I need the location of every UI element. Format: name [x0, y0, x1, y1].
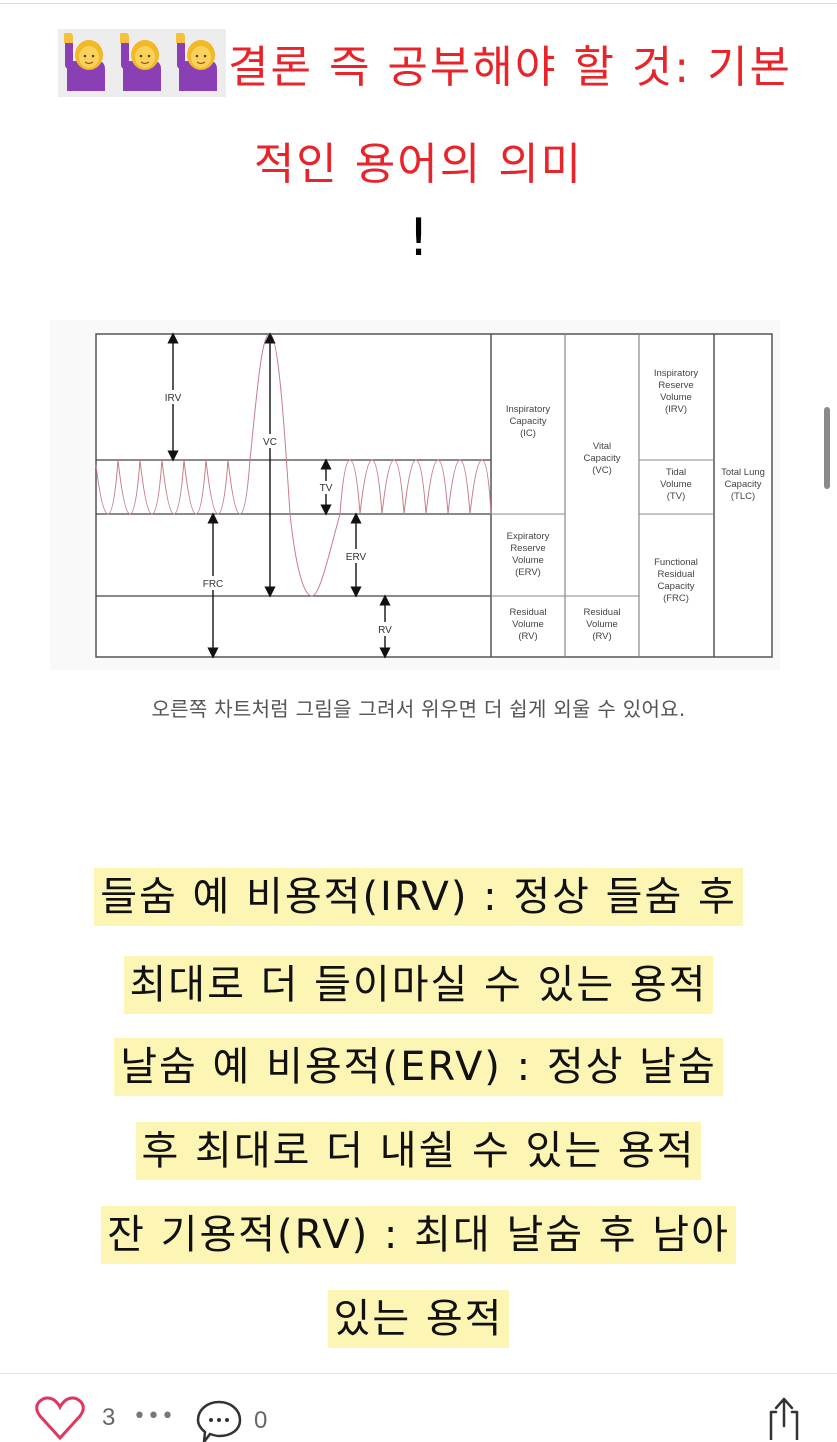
svg-text:TV: TV [320, 483, 333, 494]
emoji-strip [58, 29, 226, 97]
svg-text:ERV: ERV [346, 552, 367, 563]
definition-rv-line-1: 잔 기용적(RV) : 최대 날숨 후 남아 [0, 1206, 837, 1264]
svg-text:Total Lung: Total Lung [721, 467, 765, 478]
comment-count: 0 [254, 1407, 268, 1434]
svg-text:(FRC): (FRC) [663, 593, 689, 604]
woman-raising-hand-icon [61, 32, 111, 93]
svg-text:Capacity: Capacity [725, 479, 762, 490]
definition-erv-line-1: 날숨 예 비용적(ERV) : 정상 날숨 [0, 1038, 837, 1096]
svg-text:(TV): (TV) [667, 491, 685, 502]
svg-text:Capacity: Capacity [584, 453, 621, 464]
svg-text:(TLC): (TLC) [731, 491, 755, 502]
share-icon [769, 1397, 799, 1440]
svg-text:(IRV): (IRV) [665, 404, 687, 415]
more-dots-icon: ••• [133, 1404, 175, 1429]
svg-text:(IC): (IC) [520, 428, 536, 439]
post-action-bar: 3 ••• 0 [0, 1374, 837, 1442]
heart-icon [35, 1396, 85, 1440]
svg-text:Inspiratory: Inspiratory [654, 368, 699, 379]
comment-bubble-icon [196, 1400, 242, 1442]
svg-text:Capacity: Capacity [658, 581, 695, 592]
svg-text:Residual: Residual [510, 607, 547, 618]
action-bar-divider [0, 1373, 837, 1374]
heading-line-2: 적인 용어의 의미 [0, 128, 837, 192]
scrollbar-thumb[interactable] [824, 407, 830, 489]
svg-text:Functional: Functional [654, 557, 698, 568]
svg-text:Volume: Volume [660, 479, 692, 490]
svg-text:Tidal: Tidal [666, 467, 686, 478]
more-options-button[interactable]: ••• [133, 1404, 175, 1429]
svg-text:(ERV): (ERV) [515, 567, 541, 578]
svg-text:Residual: Residual [658, 569, 695, 580]
definition-erv-line-2: 후 최대로 더 내쉴 수 있는 용적 [0, 1122, 837, 1180]
heading-line-1: 결론 즉 공부해야 할 것: 기본 [58, 28, 792, 98]
woman-raising-hand-icon [117, 32, 167, 93]
top-divider [0, 3, 837, 4]
label-irv: IRV [165, 393, 182, 404]
svg-text:Inspiratory: Inspiratory [506, 404, 551, 415]
lung-volume-diagram: IRV VC TV ERV FRC RV Inspiratory Capacit… [50, 320, 780, 670]
heading-text-line-2: 적인 용어의 의미 [253, 139, 584, 190]
svg-text:VC: VC [263, 437, 277, 448]
svg-text:Volume: Volume [512, 555, 544, 566]
svg-text:Expiratory: Expiratory [507, 531, 550, 542]
definition-irv-line-1: 들숨 예 비용적(IRV) : 정상 들숨 후 [0, 868, 837, 926]
svg-text:Reserve: Reserve [510, 543, 545, 554]
heading-text-line-1: 결론 즉 공부해야 할 것: 기본 [228, 42, 793, 93]
svg-text:Reserve: Reserve [658, 380, 693, 391]
svg-text:Volume: Volume [586, 619, 618, 630]
svg-text:Capacity: Capacity [510, 416, 547, 427]
svg-text:RV: RV [378, 625, 392, 636]
svg-text:(RV): (RV) [518, 631, 537, 642]
like-button[interactable]: 3 [34, 1396, 115, 1440]
svg-text:Residual: Residual [584, 607, 621, 618]
definition-rv-line-2: 있는 용적 [0, 1290, 837, 1348]
svg-text:Volume: Volume [512, 619, 544, 630]
share-button[interactable] [764, 1396, 804, 1440]
svg-text:(RV): (RV) [592, 631, 611, 642]
svg-text:Vital: Vital [593, 441, 611, 452]
svg-text:FRC: FRC [203, 579, 224, 590]
definition-irv-line-2: 최대로 더 들이마실 수 있는 용적 [0, 956, 837, 1014]
like-count: 3 [102, 1404, 116, 1431]
image-caption: 오른쪽 차트처럼 그림을 그려서 위우면 더 쉽게 외울 수 있어요. [151, 697, 686, 721]
comment-button[interactable]: 0 [196, 1400, 267, 1442]
heading-exclamation: ! [408, 208, 429, 268]
woman-raising-hand-icon [173, 32, 223, 93]
svg-text:(VC): (VC) [592, 465, 612, 476]
svg-text:Volume: Volume [660, 392, 692, 403]
